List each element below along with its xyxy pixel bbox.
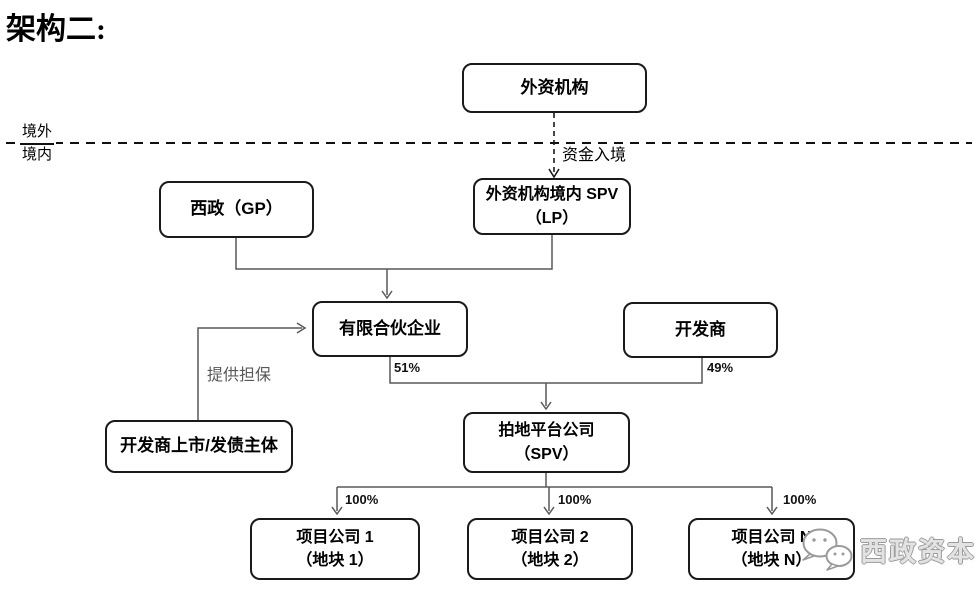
node-foreign-spv-line2: （LP） <box>525 209 579 227</box>
watermark: 西政资本 <box>798 526 976 572</box>
border-zone-labels: 境外 境内 <box>18 123 57 165</box>
node-xizheng-gp-label: 西政（GP） <box>190 199 283 219</box>
node-projectn-line2: （地块 N） <box>731 552 812 569</box>
edge-guarantee-line <box>197 327 302 420</box>
node-project1-line2: （地块 1） <box>296 552 374 569</box>
edge-projectn-arrowhead <box>766 506 778 516</box>
edge-label-guarantee: 提供担保 <box>207 367 272 384</box>
node-project2-line2: （地块 2） <box>511 552 589 569</box>
edge-label-49pct: 49% <box>707 360 734 375</box>
edge-project2-arrowhead <box>543 506 555 516</box>
edge-label-capital-entry: 资金入境 <box>562 147 627 164</box>
edge-stake-merge <box>389 357 703 384</box>
edge-capital-entry-arrowhead <box>548 168 560 179</box>
label-offshore: 境外 <box>20 123 55 145</box>
node-guarantor-label: 开发商上市/发债主体 <box>120 436 278 456</box>
node-limited-partnership: 有限合伙企业 <box>312 301 468 357</box>
node-project2-line1: 项目公司 2 <box>511 528 589 546</box>
watermark-brand-text: 西政资本 <box>860 536 976 567</box>
edge-label-100pct-2: 100% <box>558 492 592 507</box>
node-limited-partnership-label: 有限合伙企业 <box>339 318 441 338</box>
node-foreign-spv-line1: 外资机构境内 SPV <box>485 186 619 204</box>
node-projectn-line1: 项目公司 N <box>731 528 812 546</box>
node-developer: 开发商 <box>623 302 778 358</box>
node-foreign-institution-label: 外资机构 <box>520 77 589 97</box>
node-land-platform-line2: （SPV） <box>514 445 579 463</box>
node-guarantor: 开发商上市/发债主体 <box>105 420 293 473</box>
edge-gp-lp-merge <box>235 235 553 270</box>
node-land-platform-spv: 拍地平台公司 （SPV） <box>463 412 630 473</box>
label-onshore: 境内 <box>22 146 53 163</box>
edge-partnership-arrowhead <box>381 290 393 300</box>
wechat-logo-icon <box>802 528 853 571</box>
edge-guarantee-arrowhead <box>296 322 307 334</box>
node-project1-line1: 项目公司 1 <box>296 528 374 546</box>
node-foreign-institution: 外资机构 <box>462 63 647 113</box>
node-land-platform-line1: 拍地平台公司 <box>498 422 595 440</box>
edge-label-100pct-3: 100% <box>783 492 817 507</box>
edge-project1-arrowhead <box>331 506 343 516</box>
node-project-company-1: 项目公司 1 （地块 1） <box>250 518 420 580</box>
node-foreign-spv-lp: 外资机构境内 SPV （LP） <box>473 178 631 235</box>
edge-label-51pct: 51% <box>394 360 421 375</box>
edge-platform-arrowhead <box>540 401 552 411</box>
node-developer-label: 开发商 <box>675 319 726 339</box>
edge-label-100pct-1: 100% <box>345 492 379 507</box>
node-xizheng-gp: 西政（GP） <box>159 181 314 238</box>
node-project-company-2: 项目公司 2 （地块 2） <box>467 518 633 580</box>
page-title: 架构二: <box>6 13 106 46</box>
